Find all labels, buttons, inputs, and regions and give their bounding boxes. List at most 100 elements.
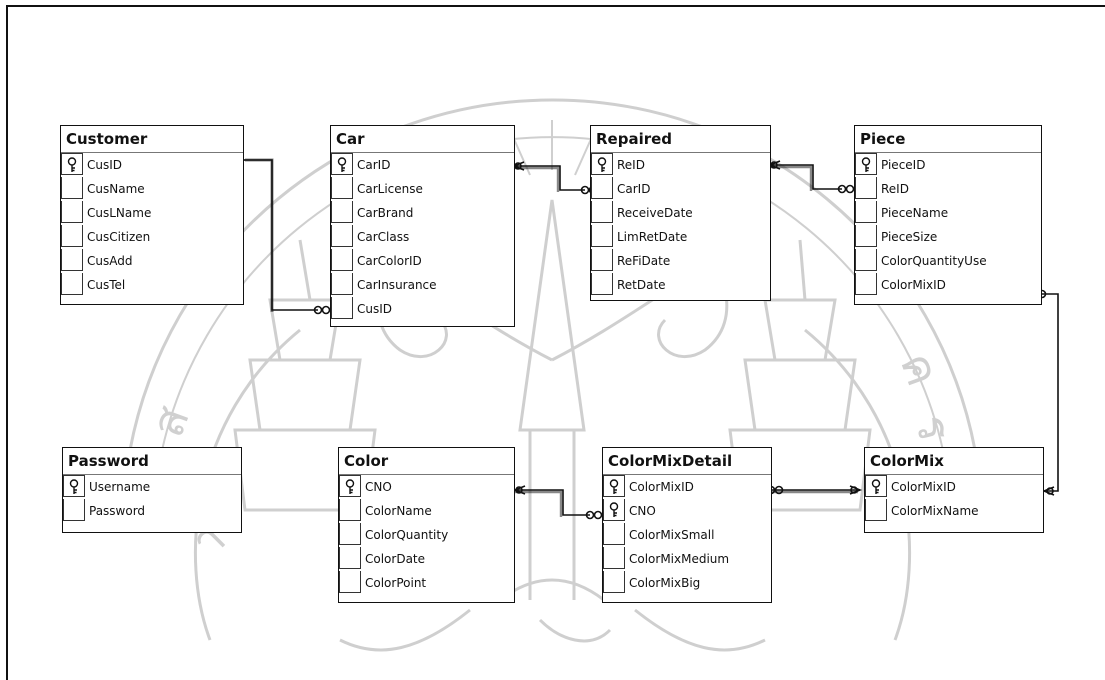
row-selector	[331, 273, 353, 295]
field-name: RetDate	[617, 278, 666, 292]
row-selector	[591, 225, 613, 247]
row-selector	[331, 297, 353, 319]
field-row-colormixdetail-colormixid[interactable]: ColorMixID	[603, 475, 771, 499]
field-name: PieceSize	[881, 230, 938, 244]
field-name: CusID	[87, 158, 123, 172]
field-row-repaired-retdate[interactable]: RetDate	[591, 273, 770, 297]
field-row-repaired-limretdate[interactable]: LimRetDate	[591, 225, 770, 249]
row-selector	[63, 475, 85, 497]
field-name: CarInsurance	[357, 278, 437, 292]
row-selector	[331, 177, 353, 199]
row-selector	[603, 571, 625, 593]
row-selector	[603, 547, 625, 569]
field-row-customer-custel[interactable]: CusTel	[61, 273, 243, 297]
field-row-color-colordate[interactable]: ColorDate	[339, 547, 514, 571]
field-row-repaired-refidate[interactable]: ReFiDate	[591, 249, 770, 273]
field-row-color-colorname[interactable]: ColorName	[339, 499, 514, 523]
field-name: CNO	[629, 504, 656, 518]
field-name: CarBrand	[357, 206, 414, 220]
field-row-colormixdetail-colormixbig[interactable]: ColorMixBig	[603, 571, 771, 595]
field-name: PieceName	[881, 206, 949, 220]
field-name: CarID	[357, 158, 391, 172]
row-selector	[591, 177, 613, 199]
field-row-piece-colorquantityuse[interactable]: ColorQuantityUse	[855, 249, 1041, 273]
field-row-piece-colormixid[interactable]: ColorMixID	[855, 273, 1041, 297]
field-row-piece-piecesize[interactable]: PieceSize	[855, 225, 1041, 249]
field-row-color-colorpoint[interactable]: ColorPoint	[339, 571, 514, 595]
table-title-piece: Piece	[855, 126, 1041, 153]
field-name: CNO	[365, 480, 392, 494]
field-row-piece-reid[interactable]: ReID	[855, 177, 1041, 201]
table-title-password: Password	[63, 448, 241, 475]
table-title-car: Car	[331, 126, 514, 153]
row-selector	[591, 249, 613, 271]
field-row-password-password[interactable]: Password	[63, 499, 241, 523]
field-name: CusTel	[87, 278, 126, 292]
field-row-car-carlicense[interactable]: CarLicense	[331, 177, 514, 201]
field-row-car-carclass[interactable]: CarClass	[331, 225, 514, 249]
row-selector	[61, 249, 83, 271]
key-icon	[608, 502, 620, 526]
row-selector	[339, 499, 361, 521]
field-name: ColorMixID	[891, 480, 956, 494]
row-selector	[61, 225, 83, 247]
field-row-password-username[interactable]: Username	[63, 475, 241, 499]
field-row-customer-cuscitizen[interactable]: CusCitizen	[61, 225, 243, 249]
field-name: CusLName	[87, 206, 152, 220]
field-row-color-cno[interactable]: CNO	[339, 475, 514, 499]
field-name: ReFiDate	[617, 254, 671, 268]
field-row-colormix-colormixid[interactable]: ColorMixID	[865, 475, 1043, 499]
field-row-colormixdetail-colormixsmall[interactable]: ColorMixSmall	[603, 523, 771, 547]
field-row-car-cusid[interactable]: CusID	[331, 297, 514, 321]
frame-left-line	[6, 5, 8, 680]
row-selector	[865, 475, 887, 497]
field-name: ColorQuantity	[365, 528, 449, 542]
table-title-customer: Customer	[61, 126, 243, 153]
field-row-car-carcolorid[interactable]: CarColorID	[331, 249, 514, 273]
field-row-piece-piecename[interactable]: PieceName	[855, 201, 1041, 225]
field-name: PieceID	[881, 158, 926, 172]
row-selector	[339, 571, 361, 593]
relationship-repaired-piece	[767, 160, 855, 194]
row-selector	[61, 273, 83, 295]
field-row-customer-cusname[interactable]: CusName	[61, 177, 243, 201]
field-row-car-carid[interactable]: CarID	[331, 153, 514, 177]
row-selector	[61, 201, 83, 223]
field-row-car-carbrand[interactable]: CarBrand	[331, 201, 514, 225]
field-name: ColorPoint	[365, 576, 427, 590]
key-icon	[870, 479, 882, 503]
field-row-piece-pieceid[interactable]: PieceID	[855, 153, 1041, 177]
row-selector	[339, 547, 361, 569]
field-row-color-colorquantity[interactable]: ColorQuantity	[339, 523, 514, 547]
field-row-colormix-colormixname[interactable]: ColorMixName	[865, 499, 1043, 523]
row-selector	[855, 153, 877, 175]
table-title-colormix: ColorMix	[865, 448, 1043, 475]
field-row-colormixdetail-colormixmedium[interactable]: ColorMixMedium	[603, 547, 771, 571]
row-selector	[603, 499, 625, 521]
relationship-color-colormixdetail	[512, 485, 603, 520]
field-row-customer-cuslname[interactable]: CusLName	[61, 201, 243, 225]
field-name: ColorMixName	[891, 504, 979, 518]
field-name: Username	[89, 480, 151, 494]
field-row-repaired-carid[interactable]: CarID	[591, 177, 770, 201]
table-title-colormixdetail: ColorMixDetail	[603, 448, 771, 475]
field-row-colormixdetail-cno[interactable]: CNO	[603, 499, 771, 523]
field-row-repaired-reid[interactable]: ReID	[591, 153, 770, 177]
row-selector	[603, 523, 625, 545]
row-selector	[591, 273, 613, 295]
field-row-repaired-receivedate[interactable]: ReceiveDate	[591, 201, 770, 225]
field-name: CarLicense	[357, 182, 423, 196]
field-row-car-carinsurance[interactable]: CarInsurance	[331, 273, 514, 297]
field-name: CarID	[617, 182, 651, 196]
field-row-customer-cusadd[interactable]: CusAdd	[61, 249, 243, 273]
field-name: ReceiveDate	[617, 206, 693, 220]
field-row-customer-cusid[interactable]: CusID	[61, 153, 243, 177]
